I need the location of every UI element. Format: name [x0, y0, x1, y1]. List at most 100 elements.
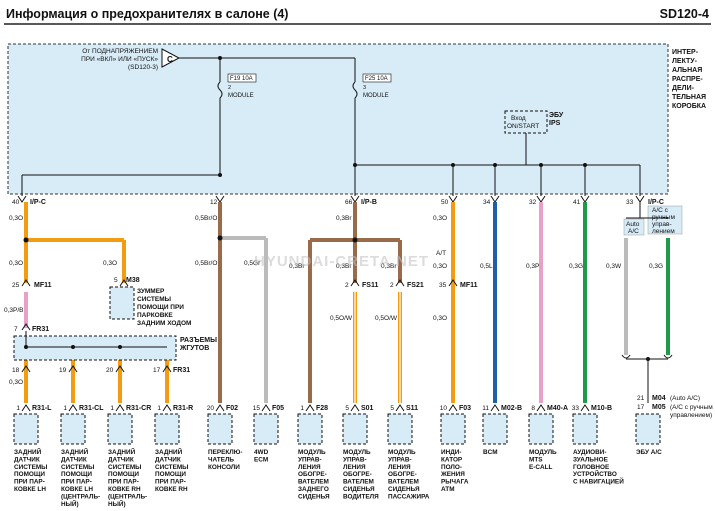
wire-brown-heat [308, 202, 402, 403]
svg-text:ON/START: ON/START [507, 123, 539, 130]
component-label: ВАТЕЛЕМ [298, 479, 329, 486]
component-pin: 20 [207, 405, 215, 412]
watermark: HYUNDAI-CRETA.NET [254, 253, 429, 270]
component-label: MTS [529, 456, 543, 463]
svg-text:0,3O: 0,3O [9, 260, 23, 267]
svg-text:A/T: A/T [436, 250, 446, 257]
component-connector: F02 [226, 405, 238, 412]
svg-text:FR31: FR31 [32, 326, 49, 333]
connector-mf11-b: 35 MF11 [439, 279, 478, 289]
component-box [528, 413, 554, 445]
svg-text:0,3O: 0,3O [9, 379, 23, 386]
svg-text:MODULE: MODULE [363, 93, 389, 99]
component-label: УПРАВ- [298, 456, 322, 463]
svg-text:I/P-B: I/P-B [361, 199, 377, 206]
svg-text:0,3G: 0,3G [649, 263, 663, 270]
svg-text:17: 17 [153, 367, 161, 374]
component-label: ПОЛО- [441, 464, 462, 471]
component-m02-b: 11 M02-B BCM [482, 404, 522, 456]
component-label: ИНДИ- [441, 449, 461, 456]
component-connector: S11 [406, 405, 418, 412]
svg-text:РАСПРЕ-: РАСПРЕ- [672, 76, 703, 83]
component-label: ПОМОЩИ [155, 471, 186, 478]
component-pin: 1 [157, 405, 161, 412]
component-label: МОДУЛЬ [388, 449, 416, 456]
svg-text:Auto: Auto [626, 221, 640, 228]
svg-text:FR31: FR31 [173, 367, 190, 374]
component-label: ЗАДНИЙ [61, 447, 89, 456]
page-code: SD120-4 [660, 7, 709, 21]
connector-fr31-top: 7 FR31 [14, 323, 49, 333]
component-connector: S01 [361, 405, 374, 412]
ips-ecu: Вход ON/START ЭБУ IPS [504, 110, 564, 165]
svg-text:0,3W: 0,3W [606, 263, 622, 270]
svg-text:41: 41 [573, 199, 581, 206]
svg-text:Вход: Вход [511, 115, 526, 122]
wire-labels-heat: 0,3Br 0,3Br 0,3Br 0,3Br 0,5O/W 0,5O/W [289, 215, 398, 322]
component-box [440, 413, 466, 445]
component-connector: M10-B [591, 405, 612, 412]
svg-text:0,3O: 0,3O [103, 260, 117, 267]
svg-text:0,3Br: 0,3Br [336, 263, 352, 270]
component-pin: 8 [531, 405, 535, 412]
svg-text:66: 66 [345, 199, 353, 206]
component-box [387, 413, 413, 445]
component-box [297, 413, 323, 445]
component-connector: M02-B [501, 405, 522, 412]
component-label: КОВКЕ RH [155, 486, 188, 493]
component-label: СИСТЕМЫ [155, 464, 188, 471]
component-label: 4WD [254, 449, 269, 456]
svg-text:F19 10A: F19 10A [230, 76, 253, 82]
component-pin: 1 [110, 405, 114, 412]
power-note: От ПОДНАПРЯЖЕНИЕМ ПРИ «ВКЛ» ИЛИ «ПУСК» (… [81, 48, 158, 71]
svg-text:34: 34 [483, 199, 491, 206]
svg-text:18: 18 [12, 367, 20, 374]
component-connector: F05 [272, 405, 284, 412]
component-label: ПОМОЩИ [61, 471, 92, 478]
component-pin: 15 [253, 405, 261, 412]
svg-text:40: 40 [12, 199, 20, 206]
component-pin: 11 [482, 405, 489, 412]
component-box [253, 413, 279, 445]
page-title: Информация о предохранителях в салоне (4… [6, 7, 288, 21]
svg-text:M04: M04 [652, 395, 666, 402]
svg-text:ЖГУТОВ: ЖГУТОВ [179, 345, 209, 352]
svg-text:0,3Br: 0,3Br [336, 215, 352, 222]
svg-text:7: 7 [14, 326, 18, 333]
svg-text:ПАРКОВКЕ: ПАРКОВКЕ [137, 312, 173, 319]
svg-text:MODULE: MODULE [228, 93, 254, 99]
svg-text:РАЗЪЕМЫ: РАЗЪЕМЫ [180, 337, 217, 344]
component-label: МОДУЛЬ [343, 449, 371, 456]
harness-pins: 18 19 20 17 FR31 [12, 365, 190, 374]
component-m38: 5 M38 ЗУММЕР СИСТЕМЫ ПОМОЩИ ПРИ ПАРКОВКЕ… [109, 277, 191, 327]
wire-labels-left: 0,3O 0,3O 0,3O 0,3P/B [4, 215, 117, 314]
svg-text:21: 21 [637, 395, 645, 402]
svg-text:25: 25 [12, 282, 20, 289]
component-label: BCM [483, 449, 498, 456]
svg-text:FS21: FS21 [407, 282, 424, 289]
component-box [107, 413, 133, 445]
svg-text:ИНТЕР-: ИНТЕР- [672, 49, 699, 56]
svg-text:M38: M38 [126, 277, 140, 284]
component-label: ОБОГРЕ- [298, 471, 327, 478]
component-label: ПАССАЖИРА [388, 493, 430, 500]
svg-text:(SD120-3): (SD120-3) [128, 64, 158, 71]
svg-text:20: 20 [106, 367, 114, 374]
wire-labels-f03: 0,3O 0,3O 0,3O A/T [433, 215, 447, 322]
component-box [342, 413, 368, 445]
svg-text:управ-: управ- [652, 221, 672, 228]
svg-text:ПОМОЩИ ПРИ: ПОМОЩИ ПРИ [137, 304, 184, 311]
component-box [154, 413, 180, 445]
svg-text:0,5L: 0,5L [480, 263, 493, 270]
fuse-f25: F25 10A 3 MODULE [352, 70, 392, 175]
svg-text:СИСТЕМЫ: СИСТЕМЫ [137, 296, 171, 303]
component-connector: R31-R [173, 405, 193, 412]
component-label: ПОМОЩИ [108, 471, 139, 478]
svg-text:0,5Br/O: 0,5Br/O [195, 215, 217, 222]
component-label: УПРАВ- [388, 456, 412, 463]
svg-text:M05: M05 [652, 404, 666, 411]
